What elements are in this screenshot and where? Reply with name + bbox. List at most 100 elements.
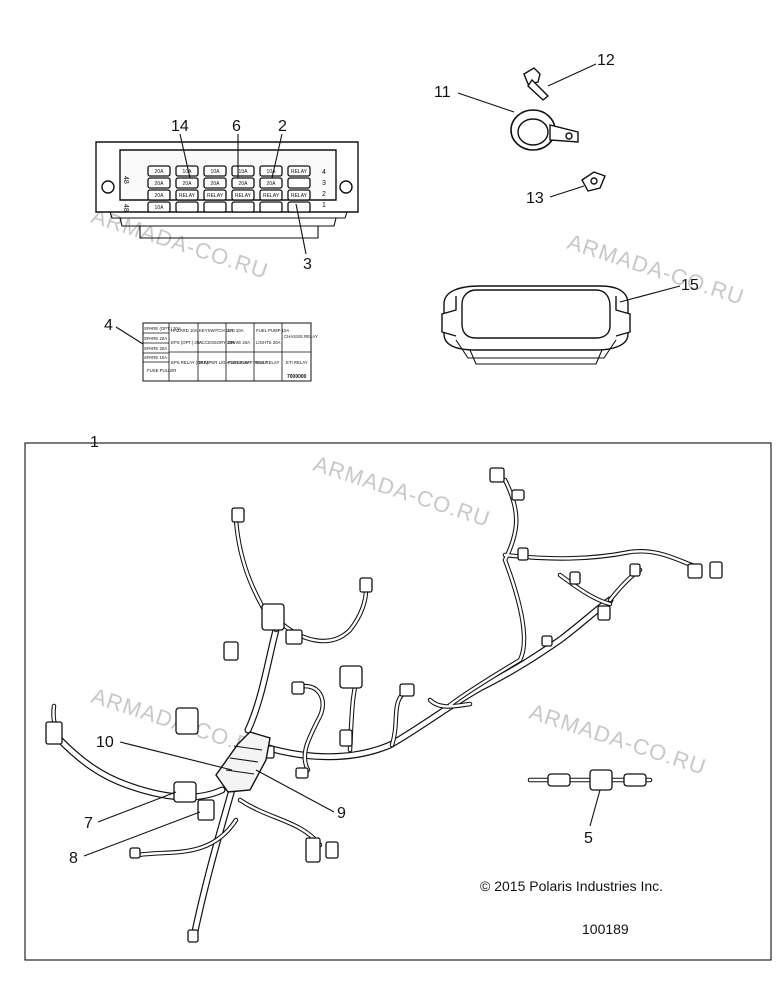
fuse-slot-label: 20A — [155, 193, 165, 199]
fuse-slot — [287, 201, 311, 213]
leader-11 — [457, 92, 515, 113]
fuse-slot-label: RELAY — [179, 193, 196, 199]
fuse-slot — [147, 165, 171, 177]
fuse-slot — [203, 177, 227, 189]
fuse-slot — [287, 177, 311, 189]
callout-12: 12 — [597, 52, 615, 69]
clip-nut — [581, 171, 606, 192]
fl-fuel-pump-relay: FUEL PUMP RELAY — [228, 360, 267, 365]
callout-10: 10 — [96, 734, 114, 751]
leader-4 — [115, 326, 144, 345]
fuse-slot — [231, 189, 255, 201]
callout-15: 15 — [681, 277, 699, 294]
fl-lights: LIGHTS 20A — [256, 340, 280, 345]
callout-13: 13 — [526, 190, 544, 207]
copyright-text: © 2015 Polaris Industries Inc. — [480, 878, 663, 894]
fuse-slot-label: 10A — [183, 169, 193, 175]
leader-12 — [547, 63, 597, 87]
fuse-slot — [147, 201, 171, 213]
fuse-slot — [175, 189, 199, 201]
callout-7: 7 — [84, 815, 93, 832]
fl-eps-relay: EPS RELAY (OPT.) — [171, 360, 209, 365]
fuse-slot-label: RELAY — [291, 193, 308, 199]
callout-4: 4 — [104, 317, 113, 334]
fuse-slot — [259, 165, 283, 177]
wire-harness — [45, 467, 723, 943]
callout-6: 6 — [232, 118, 241, 135]
fl-spare-3: SPARE 10A — [144, 355, 167, 360]
harness-frame — [24, 442, 772, 961]
fl-accessory: ACCESSORY 20A — [199, 340, 235, 345]
fl-spare-1: SPARE 20A — [144, 336, 167, 341]
fuse-label: SPARE (OPT.) 20A SPARE 20A SPARE 20A SPA… — [142, 322, 318, 382]
fuse-box-right-label-1: 4 — [322, 169, 326, 176]
fuse-box-right-label-2: 3 — [322, 180, 326, 187]
callout-5: 5 — [584, 830, 593, 847]
fl-chassis-relay: CHASSIS RELAY — [284, 334, 318, 339]
fuse-slot — [147, 177, 171, 189]
fl-hazard: HAZARD 10A — [171, 328, 198, 333]
callout-11: 11 — [434, 84, 451, 101]
fuse-slot-label: 10A — [239, 169, 249, 175]
fuse-slot-label: 10A — [267, 169, 277, 175]
fuse-slot-label: RELAY — [207, 193, 224, 199]
fuse-slot-label: 20A — [155, 169, 165, 175]
leader-5 — [589, 789, 601, 827]
fuse-slot-label: 20A — [183, 181, 193, 187]
harness-callouts: 10 9 7 8 — [69, 734, 346, 867]
fl-fan-relay: FAN RELAY — [256, 360, 279, 365]
watermark-5: ARMADA-CO.RU — [526, 699, 709, 780]
fuse-slot — [231, 177, 255, 189]
fuse-slot — [231, 201, 255, 213]
fuse-slot-label: 20A — [267, 181, 277, 187]
fuse-box-left-label-2: 48 — [122, 204, 129, 212]
fuse-slot — [175, 177, 199, 189]
fl-eti: ETI 10A — [228, 328, 244, 333]
fuse-slot-label: RELAY — [235, 193, 252, 199]
fuse-slot-label: 10A — [155, 205, 165, 211]
harness-fuse-box — [215, 731, 271, 793]
fuse-slot — [259, 201, 283, 213]
fuse-slot — [287, 189, 311, 201]
fuse-box-callouts: 14 6 2 3 — [171, 118, 312, 273]
fuse-slot — [259, 177, 283, 189]
fl-fuse-puller: FUSE PULLER — [147, 368, 176, 373]
fl-bumper-lights: BUMPER LIGHTS RELAY — [199, 360, 249, 365]
callout-1: 1 — [90, 434, 99, 451]
fl-part-number: 7000000 — [287, 374, 307, 380]
fuse-slot-label: 20A — [155, 181, 165, 187]
fl-drive: DRIVE 20A — [228, 340, 250, 345]
fuse-slot — [259, 189, 283, 201]
leader-15 — [619, 285, 681, 303]
figure-number: 100189 — [582, 921, 629, 937]
fuse-slot-label: 20A — [239, 181, 249, 187]
fl-eti-relay: ETI RELAY — [286, 360, 308, 365]
fl-eps: EPS (OPT.) 20A — [171, 340, 202, 345]
fuse-slot — [203, 201, 227, 213]
fuse-slot-label: RELAY — [291, 169, 308, 175]
watermark-1: ARMADA-CO.RU — [88, 203, 271, 284]
callout-9: 9 — [337, 805, 346, 822]
callout-3: 3 — [303, 256, 312, 273]
fuse-slot-label: 20A — [211, 181, 221, 187]
inline-fuse-holder — [527, 769, 653, 791]
fuse-slot — [147, 189, 171, 201]
fuse-slot-label: RELAY — [263, 193, 280, 199]
fuse-box-left-label-1: 48 — [122, 176, 129, 184]
fl-fuel-pump: FUEL PUMP 10A — [256, 328, 289, 333]
fuse-grid: 20A 10A 10A 10A 10A RELAY 20A 20A 20A 20A 20A 20A RE… — [147, 165, 311, 213]
fl-spare-2: SPARE 20A — [144, 346, 167, 351]
fuse-slot — [287, 165, 311, 177]
callout-2: 2 — [278, 118, 287, 135]
clamp — [510, 109, 579, 151]
fuse-slot-label: 10A — [211, 169, 221, 175]
watermark-3: ARMADA-CO.RU — [310, 451, 493, 532]
callout-14: 14 — [171, 118, 189, 135]
fuse-box-right-label-4: 1 — [322, 202, 326, 209]
fuse-slot — [175, 201, 199, 213]
bolt — [523, 67, 550, 101]
harness-connectors — [45, 467, 723, 943]
watermarks: ARMADA-CO.RU ARMADA-CO.RU ARMADA-CO.RU A… — [88, 203, 747, 780]
